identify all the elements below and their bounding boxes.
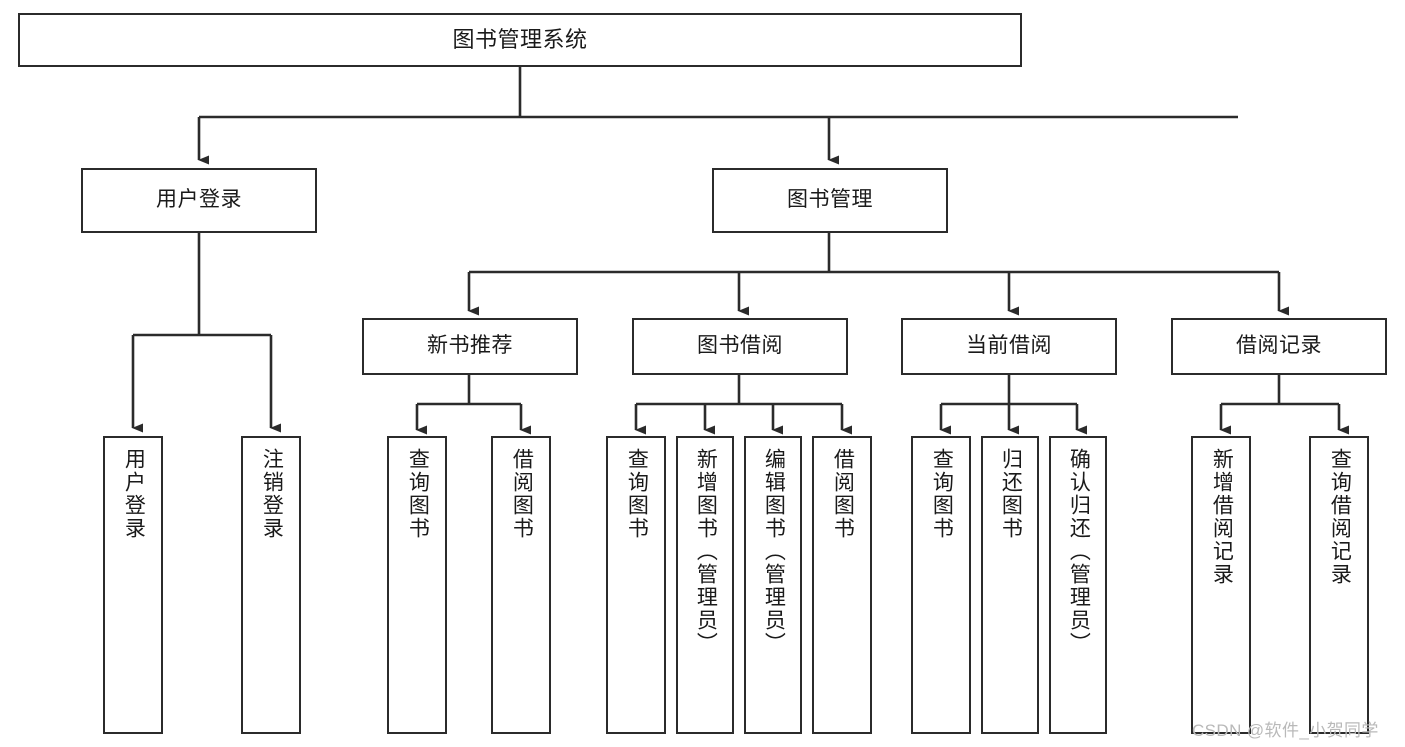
node-label: 注销登录 xyxy=(260,448,284,540)
node-leaf-add-borrow-record[interactable]: 新增借阅记录 xyxy=(1191,436,1251,734)
node-leaf-confirm-return[interactable]: 确认归还（管理员） xyxy=(1049,436,1107,734)
node-leaf-edit-book[interactable]: 编辑图书（管理员） xyxy=(744,436,802,734)
node-leaf-borrow-book-borrow[interactable]: 借阅图书 xyxy=(812,436,872,734)
node-label: 新书推荐 xyxy=(427,334,513,358)
node-label: 查询图书 xyxy=(930,448,954,540)
node-leaf-query-book-recommend[interactable]: 查询图书 xyxy=(387,436,447,734)
node-root-book-management-system[interactable]: 图书管理系统 xyxy=(18,13,1022,67)
node-label: 新增借阅记录 xyxy=(1210,448,1234,586)
node-label: 图书管理 xyxy=(787,188,873,212)
node-leaf-query-book-current[interactable]: 查询图书 xyxy=(911,436,971,734)
node-user-login[interactable]: 用户登录 xyxy=(81,168,317,233)
node-new-book-recommend[interactable]: 新书推荐 xyxy=(362,318,578,375)
node-label: 用户登录 xyxy=(156,188,242,212)
node-label: 图书管理系统 xyxy=(452,27,588,53)
node-label: 查询图书 xyxy=(625,448,649,540)
node-leaf-add-book[interactable]: 新增图书（管理员） xyxy=(676,436,734,734)
node-label: 借阅图书 xyxy=(510,448,534,540)
node-leaf-query-book-borrow[interactable]: 查询图书 xyxy=(606,436,666,734)
node-borrow-record[interactable]: 借阅记录 xyxy=(1171,318,1387,375)
node-current-borrow[interactable]: 当前借阅 xyxy=(901,318,1117,375)
node-leaf-return-book[interactable]: 归还图书 xyxy=(981,436,1039,734)
node-label: 编辑图书（管理员） xyxy=(762,448,786,655)
node-label: 借阅图书 xyxy=(831,448,855,540)
node-label: 新增图书（管理员） xyxy=(694,448,718,655)
node-label: 图书借阅 xyxy=(697,334,783,358)
node-book-management[interactable]: 图书管理 xyxy=(712,168,948,233)
node-label: 查询图书 xyxy=(406,448,430,540)
node-label: 当前借阅 xyxy=(966,334,1052,358)
node-leaf-logout-login[interactable]: 注销登录 xyxy=(241,436,301,734)
node-leaf-query-borrow-record[interactable]: 查询借阅记录 xyxy=(1309,436,1369,734)
node-leaf-user-login[interactable]: 用户登录 xyxy=(103,436,163,734)
node-label: 借阅记录 xyxy=(1236,334,1322,358)
node-label: 确认归还（管理员） xyxy=(1067,448,1091,655)
node-book-borrow[interactable]: 图书借阅 xyxy=(632,318,848,375)
node-label: 查询借阅记录 xyxy=(1328,448,1352,586)
node-leaf-borrow-book-recommend[interactable]: 借阅图书 xyxy=(491,436,551,734)
node-label: 归还图书 xyxy=(999,448,1023,540)
node-label: 用户登录 xyxy=(122,448,146,540)
